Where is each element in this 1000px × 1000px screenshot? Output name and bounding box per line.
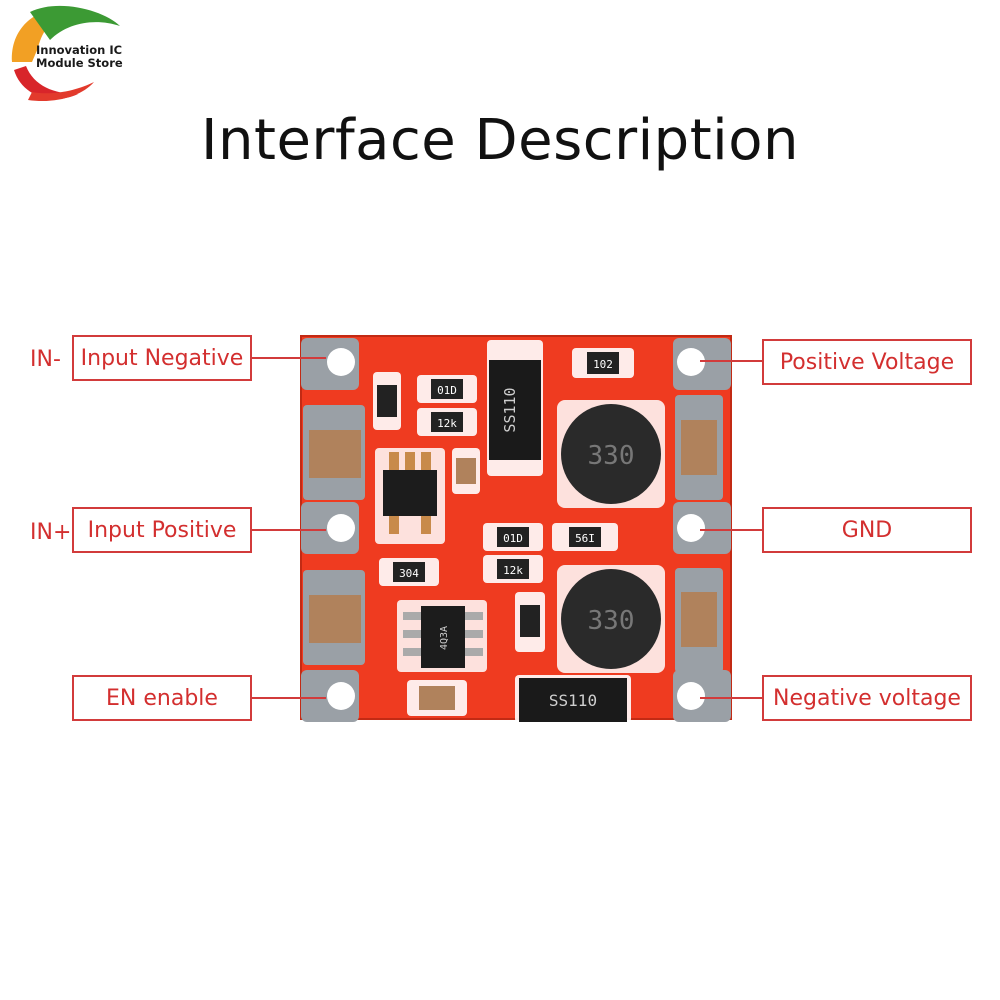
pin-prefix-in-minus: IN- [30, 347, 61, 372]
label-positive-voltage: Positive Voltage [762, 339, 972, 385]
diode-ss110-top: SS110 [487, 340, 543, 476]
leader-en-enable [252, 697, 326, 699]
capacitor-small-2 [515, 592, 545, 652]
logo-line2: Module Store [36, 56, 123, 70]
capacitor-small-1 [373, 372, 401, 430]
ic-chip: 4Q3A [397, 600, 487, 672]
svg-text:4Q3A: 4Q3A [439, 626, 450, 650]
diode-ss110-bottom: SS110 [515, 675, 631, 723]
inductor-330-bottom: 330 [557, 565, 665, 673]
svg-text:330: 330 [588, 441, 635, 471]
svg-text:56I: 56I [575, 532, 595, 545]
resistor-r2: 12k [417, 408, 477, 436]
label-gnd: GND [762, 507, 972, 553]
label-negative-voltage: Negative voltage [762, 675, 972, 721]
page-title: Interface Description [201, 108, 799, 173]
svg-text:102: 102 [593, 358, 613, 371]
logo-line1: Innovation IC [36, 43, 123, 57]
leader-input-positive [252, 529, 326, 531]
resistor-r1: 01D [417, 375, 477, 403]
svg-text:12k: 12k [503, 564, 523, 577]
svg-text:12k: 12k [437, 417, 457, 430]
brand-logo: Innovation IC Module Store [8, 4, 128, 104]
label-input-positive: Input Positive [72, 507, 252, 553]
capacitor-right-bottom [675, 568, 723, 673]
resistor-r4: 12k [483, 555, 543, 583]
logo-leaf-icon [11, 5, 120, 102]
leader-input-negative [252, 357, 326, 359]
svg-text:SS110: SS110 [501, 387, 519, 432]
capacitor-bottom-small [407, 680, 467, 716]
resistor-102: 102 [572, 348, 634, 378]
leader-positive-voltage [700, 360, 762, 362]
svg-text:01D: 01D [437, 384, 457, 397]
pad-en [301, 670, 359, 722]
svg-text:330: 330 [588, 606, 635, 636]
capacitor-left-top [303, 405, 365, 500]
label-input-negative: Input Negative [72, 335, 252, 381]
resistor-r5: 56I [552, 523, 618, 551]
capacitor-small-3 [452, 448, 480, 494]
pad-in-plus [301, 502, 359, 554]
resistor-r3: 01D [483, 523, 543, 551]
pad-in-minus [301, 338, 359, 390]
capacitor-left-bottom [303, 570, 365, 665]
pad-positive-voltage [673, 338, 731, 390]
leader-gnd [700, 529, 762, 531]
label-en-enable: EN enable [72, 675, 252, 721]
inductor-330-top: 330 [557, 400, 665, 508]
transistor-sot [375, 448, 445, 544]
resistor-r6: 304 [379, 558, 439, 586]
capacitor-right-top [675, 395, 723, 500]
leader-negative-voltage [700, 697, 762, 699]
svg-text:01D: 01D [503, 532, 523, 545]
svg-text:304: 304 [399, 567, 419, 580]
pad-gnd [673, 502, 731, 554]
pad-negative-voltage [673, 670, 731, 722]
pin-prefix-in-plus: IN+ [30, 520, 72, 545]
pcb-board: 102 01D 12k 01D 12k 56I 304 [300, 335, 732, 723]
svg-text:SS110: SS110 [549, 691, 597, 710]
